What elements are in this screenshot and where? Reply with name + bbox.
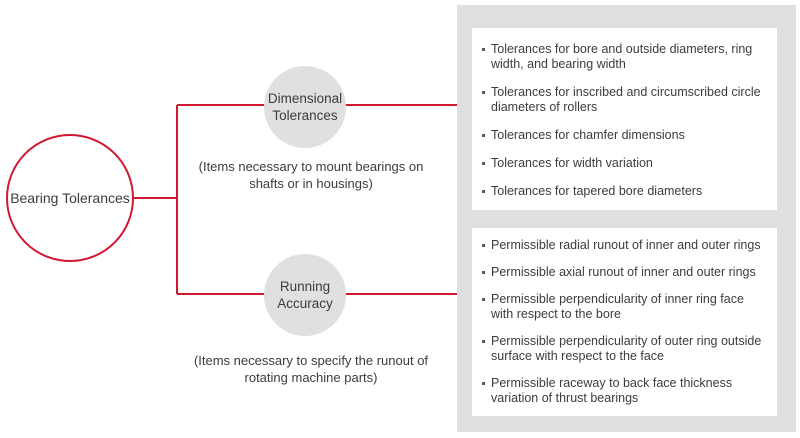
list-item: Permissible raceway to back face thickne… <box>482 376 767 406</box>
list-item: Permissible perpendicularity of inner ri… <box>482 292 767 322</box>
dimensional-tolerances-label: Dimensional Tolerances <box>267 91 343 123</box>
list-item: Tolerances for chamfer dimensions <box>482 128 767 143</box>
bullet-icon <box>482 48 485 51</box>
list-item: Tolerances for inscribed and circumscrib… <box>482 85 767 115</box>
list-item: Permissible perpendicularity of outer ri… <box>482 334 767 364</box>
dimensional-tolerances-list-box: Tolerances for bore and outside diameter… <box>472 28 777 210</box>
root-node: Bearing Tolerances <box>6 134 134 262</box>
bullet-icon <box>482 382 485 385</box>
bullet-icon <box>482 134 485 137</box>
list-item: Tolerances for tapered bore diameters <box>482 184 767 199</box>
bullet-icon <box>482 271 485 274</box>
running-accuracy-node: Running Accuracy <box>264 254 346 336</box>
running-accuracy-list-box: Permissible radial runout of inner and o… <box>472 228 777 416</box>
list-item: Permissible radial runout of inner and o… <box>482 238 767 253</box>
dimensional-tolerances-note: (Items necessary to mount bearings on sh… <box>198 159 424 191</box>
running-accuracy-list: Permissible radial runout of inner and o… <box>482 238 767 406</box>
running-accuracy-note: (Items necessary to specify the runout o… <box>193 353 429 385</box>
bullet-icon <box>482 91 485 94</box>
bullet-icon <box>482 162 485 165</box>
list-item: Tolerances for width variation <box>482 156 767 171</box>
dimensional-tolerances-list: Tolerances for bore and outside diameter… <box>482 42 767 199</box>
bullet-icon <box>482 340 485 343</box>
root-label: Bearing Tolerances <box>10 190 130 206</box>
list-item: Permissible axial runout of inner and ou… <box>482 265 767 280</box>
list-item: Tolerances for bore and outside diameter… <box>482 42 767 72</box>
running-accuracy-label: Running Accuracy <box>277 279 333 311</box>
bullet-icon <box>482 190 485 193</box>
bullet-icon <box>482 298 485 301</box>
dimensional-tolerances-node: Dimensional Tolerances <box>264 66 346 148</box>
bullet-icon <box>482 244 485 247</box>
